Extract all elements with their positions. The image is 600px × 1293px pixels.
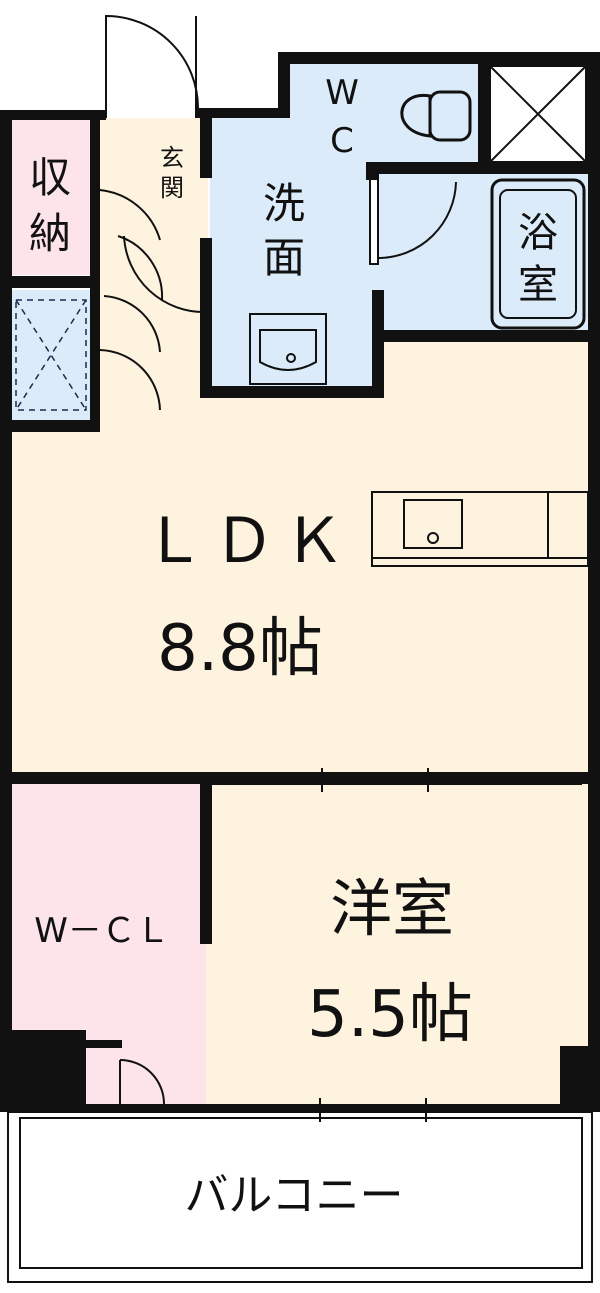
laundry-pan [369, 173, 379, 265]
wash-basin-drain [286, 353, 296, 363]
wc-label-2: C [330, 121, 354, 161]
ldk-size: 8.8帖 [157, 612, 323, 686]
western-label: 洋室 [330, 872, 454, 945]
washroom-door-swing [123, 235, 207, 314]
entrance-door [105, 14, 199, 118]
kitchen-sink-icon [403, 499, 463, 549]
bath-door-swing [377, 181, 457, 259]
bathtub-inner [499, 189, 577, 319]
balcony-label: バルコニー [184, 1170, 403, 1221]
shoe-door-swing2 [103, 295, 161, 353]
bath-floor [376, 174, 588, 334]
entrance-label-1: 玄 [160, 144, 184, 172]
shoe-door-swing [99, 349, 161, 411]
western-floor [206, 784, 588, 1110]
toilet-tank [428, 90, 472, 142]
washroom-label-2: 面 [263, 233, 305, 282]
floor-fills [12, 60, 588, 1110]
storage-door-swing [99, 189, 161, 241]
bath-label-2: 室 [518, 262, 558, 308]
pipe-shaft-x2 [489, 65, 587, 163]
ldk-label: ＬＤＫ [143, 504, 353, 577]
balcony [7, 1111, 593, 1283]
storage-label-2: 納 [29, 209, 71, 258]
wcl-door-swing [119, 1059, 165, 1105]
wcl-label: W－ＣＬ [34, 911, 170, 951]
bath-label-1: 浴 [518, 210, 558, 256]
western-size: 5.5帖 [307, 978, 473, 1052]
storage-label-1: 収 [29, 153, 71, 202]
room-labels: 収 納 玄 関 洗 面 W C 浴 室 ＬＤＫ 8.8帖 洋室 5.5帖 W－Ｃ… [29, 73, 558, 1221]
kitchen-sink-drain [427, 532, 439, 544]
storage-door-swing2 [117, 235, 164, 301]
wc-label-1: W [325, 73, 359, 113]
shoe-closet-icon [15, 299, 87, 411]
storage-floor [12, 120, 92, 275]
washroom-floor [210, 118, 376, 390]
toilet-icon [400, 93, 432, 138]
walls [0, 52, 600, 1112]
entrance-label-2: 関 [160, 174, 184, 202]
wash-basin-bowl [259, 329, 317, 371]
wash-basin-icon [249, 313, 327, 385]
entrance-floor [100, 118, 208, 340]
washroom-label-1: 洗 [263, 179, 305, 228]
bathtub-icon [490, 178, 586, 330]
